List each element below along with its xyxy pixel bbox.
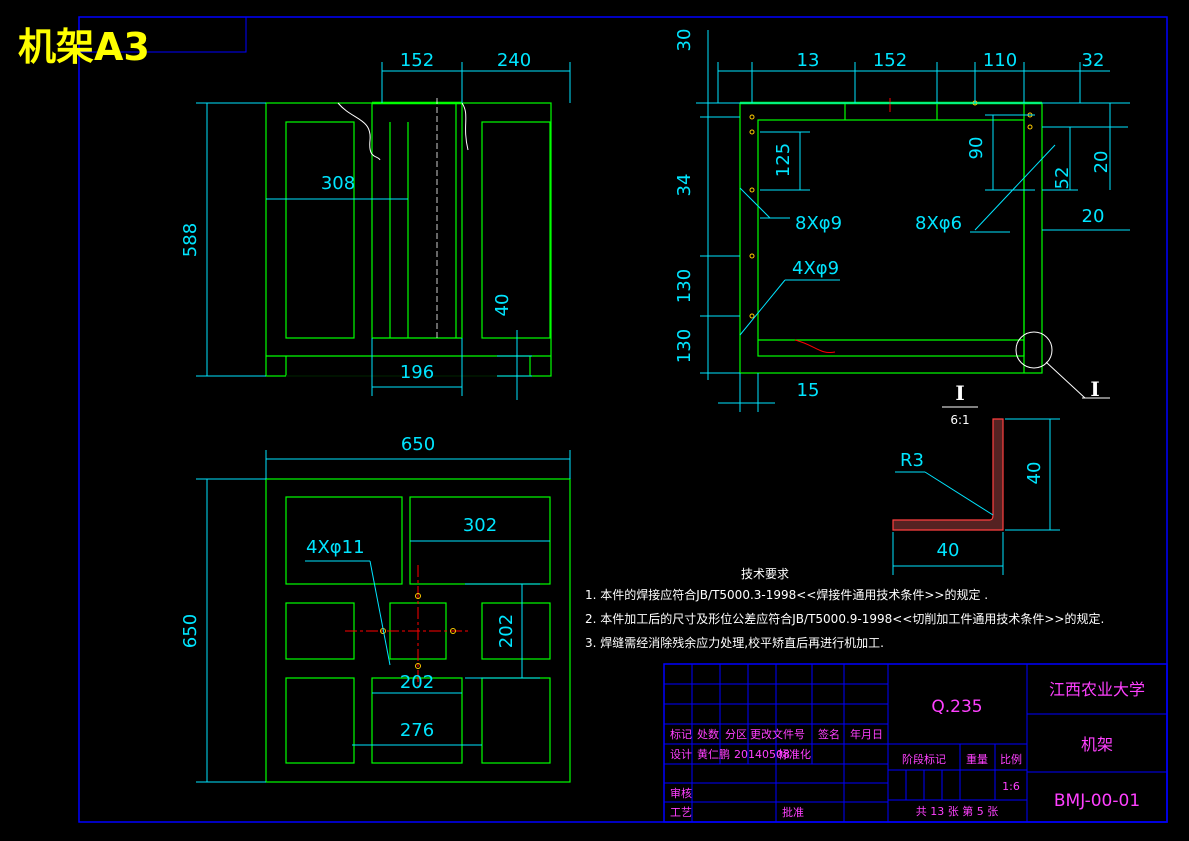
tb-approve: 批准	[782, 805, 804, 819]
page-title: 机架A3	[18, 25, 150, 69]
tb-mark: 标记	[670, 727, 692, 741]
tb-change-doc: 更改文件号	[750, 727, 805, 741]
dim-20-v: 20	[1091, 151, 1112, 174]
note-1: 1. 本件的焊接应符合JB/T5000.3-1998<<焊接件通用技术条件>>的…	[585, 587, 988, 602]
note-3: 3. 焊缝需经消除残余应力处理,校平矫直后再进行机加工.	[585, 635, 884, 650]
tb-stage: 阶段标记	[902, 752, 946, 766]
tb-review: 审核	[670, 786, 692, 800]
tb-sign: 签名	[818, 727, 840, 741]
detail-dim-v: 40	[1024, 462, 1045, 485]
dim-15: 15	[797, 380, 820, 401]
dim-152: 152	[400, 50, 434, 71]
tb-part-name: 机架	[1081, 735, 1113, 754]
dim-34: 34	[674, 174, 695, 197]
top-view	[265, 478, 571, 783]
top-view-dims	[196, 450, 571, 783]
dim-13: 13	[797, 50, 820, 71]
dim-20-h: 20	[1082, 206, 1105, 227]
detail-dim-h: 40	[937, 540, 960, 561]
dim-52: 52	[1052, 167, 1073, 190]
tb-weight: 重量	[966, 752, 988, 766]
tb-zone: 分区	[725, 728, 747, 741]
tb-count: 处数	[697, 728, 719, 741]
dim-202-h: 202	[400, 672, 434, 693]
tb-standard: 标准化	[778, 747, 811, 761]
detail-scale: 6:1	[950, 413, 969, 427]
angle-section	[892, 418, 1004, 531]
dim-202-v: 202	[496, 614, 517, 648]
outer-frame	[78, 16, 1168, 823]
dim-240: 240	[497, 50, 531, 71]
dim-90: 90	[966, 137, 987, 160]
break-line	[461, 102, 469, 151]
dim-650-h: 650	[401, 434, 435, 455]
dim-32: 32	[1082, 50, 1105, 71]
code-box	[78, 16, 247, 53]
dim-588: 588	[180, 223, 201, 257]
tb-design-date: 20140508	[734, 748, 790, 761]
holes-4x9: 4Xφ9	[792, 258, 839, 279]
dim-130-b: 130	[674, 329, 695, 363]
dim-30: 30	[674, 29, 695, 52]
dim-308: 308	[321, 173, 355, 194]
tb-process: 工艺	[670, 806, 692, 819]
tb-material: Q.235	[931, 697, 982, 717]
section-mark: I	[1090, 377, 1099, 401]
holes-8x6: 8Xφ6	[915, 213, 962, 234]
tb-designer: 黄仁鹏	[697, 747, 730, 761]
break-line-red	[794, 339, 836, 354]
dim-125: 125	[773, 143, 794, 177]
hole-markers	[749, 100, 1033, 319]
holes-4x11: 4Xφ11	[306, 537, 365, 558]
dim-302: 302	[463, 515, 497, 536]
front-view	[265, 101, 552, 377]
tb-scale-value: 1:6	[1002, 780, 1020, 793]
dim-276: 276	[400, 720, 434, 741]
front-view-dims	[196, 62, 571, 400]
detail-dims	[892, 418, 1060, 575]
dim-196: 196	[400, 362, 434, 383]
dim-152-side: 152	[873, 50, 907, 71]
dim-110: 110	[983, 50, 1017, 71]
break-line	[337, 102, 381, 161]
note-2: 2. 本件加工后的尺寸及形位公差应符合JB/T5000.9-1998<<切削加工…	[585, 611, 1104, 626]
tb-sheets: 共 13 张 第 5 张	[916, 804, 998, 818]
tb-scale-label: 比例	[1000, 752, 1022, 766]
dim-130-a: 130	[674, 269, 695, 303]
notes-heading: 技术要求	[741, 567, 789, 581]
tb-school: 江西农业大学	[1049, 680, 1145, 699]
title-block-grid	[663, 663, 1168, 823]
side-view-dims	[696, 30, 1130, 412]
tb-drawing-no: BMJ-00-01	[1054, 791, 1140, 811]
detail-radius: R3	[900, 450, 924, 471]
dim-40: 40	[492, 294, 513, 317]
tb-design: 设计	[670, 748, 692, 761]
detail-circle	[1015, 331, 1053, 369]
holes-8x9: 8Xφ9	[795, 213, 842, 234]
detail-label: I	[955, 381, 964, 405]
dim-650-v: 650	[180, 614, 201, 648]
detail-leader	[1045, 361, 1086, 399]
tb-date: 年月日	[850, 727, 883, 741]
